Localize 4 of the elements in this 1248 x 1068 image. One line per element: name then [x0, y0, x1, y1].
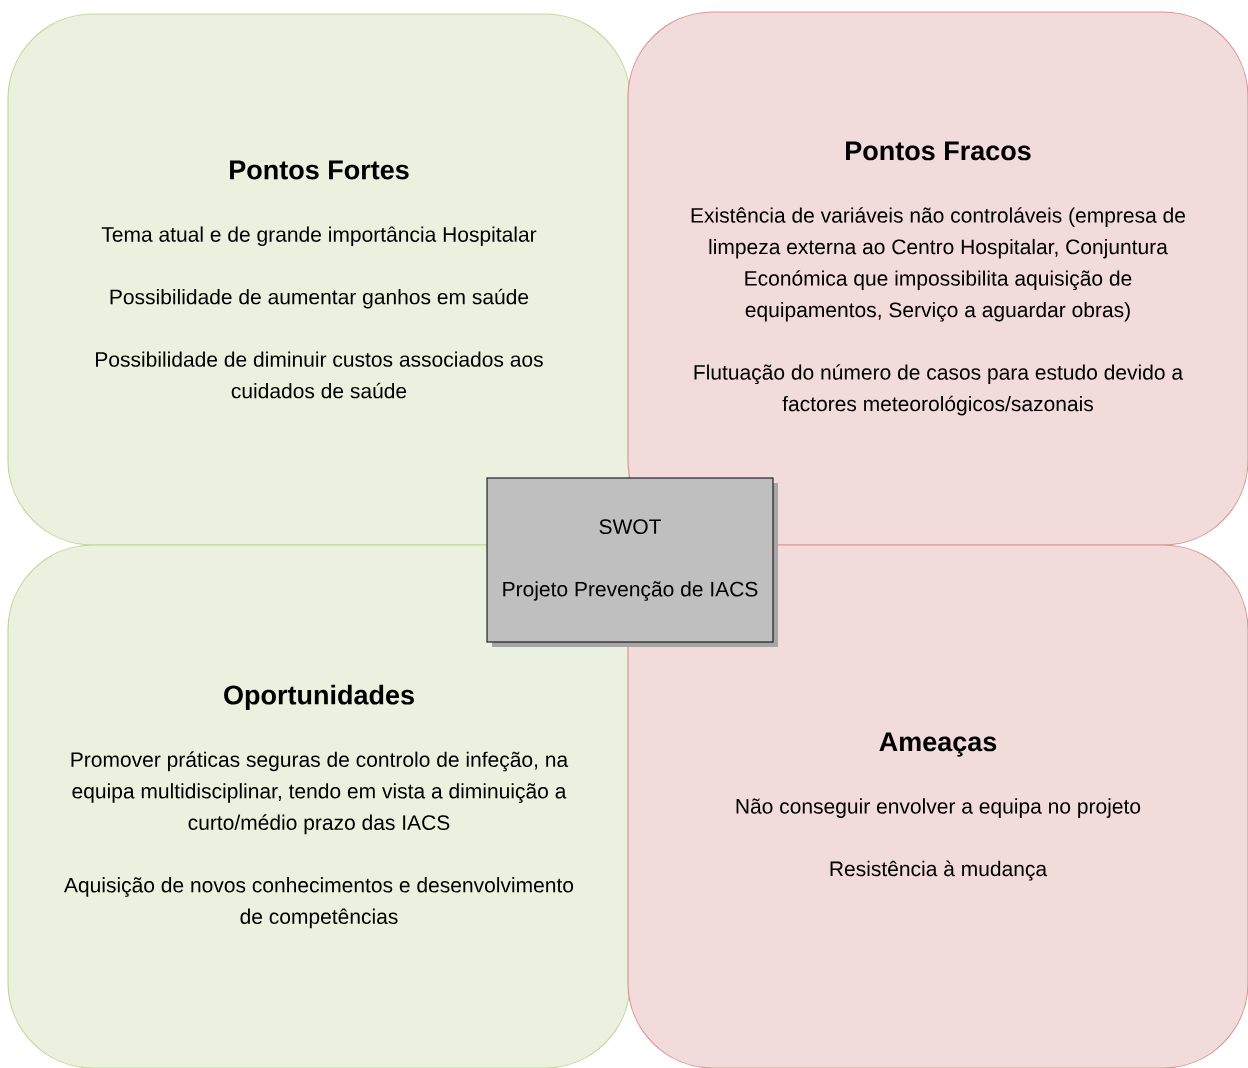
center-box: SWOT Projeto Prevenção de IACS — [486, 477, 778, 647]
node-label: Pontos Fracos — [846, 141, 1031, 161]
node-label: Existência de variáveis não controláveis (empresa de limpeza externa ao Centro Hospitalar, Conjuntura Económica que impossibilita aquisição de equipamentos, Serviço a aguardar obras) — [691, 207, 1185, 322]
node-label: Flutuação do número de casos para estudo devido a factores meteorológicos/sazonais — [694, 364, 1184, 416]
